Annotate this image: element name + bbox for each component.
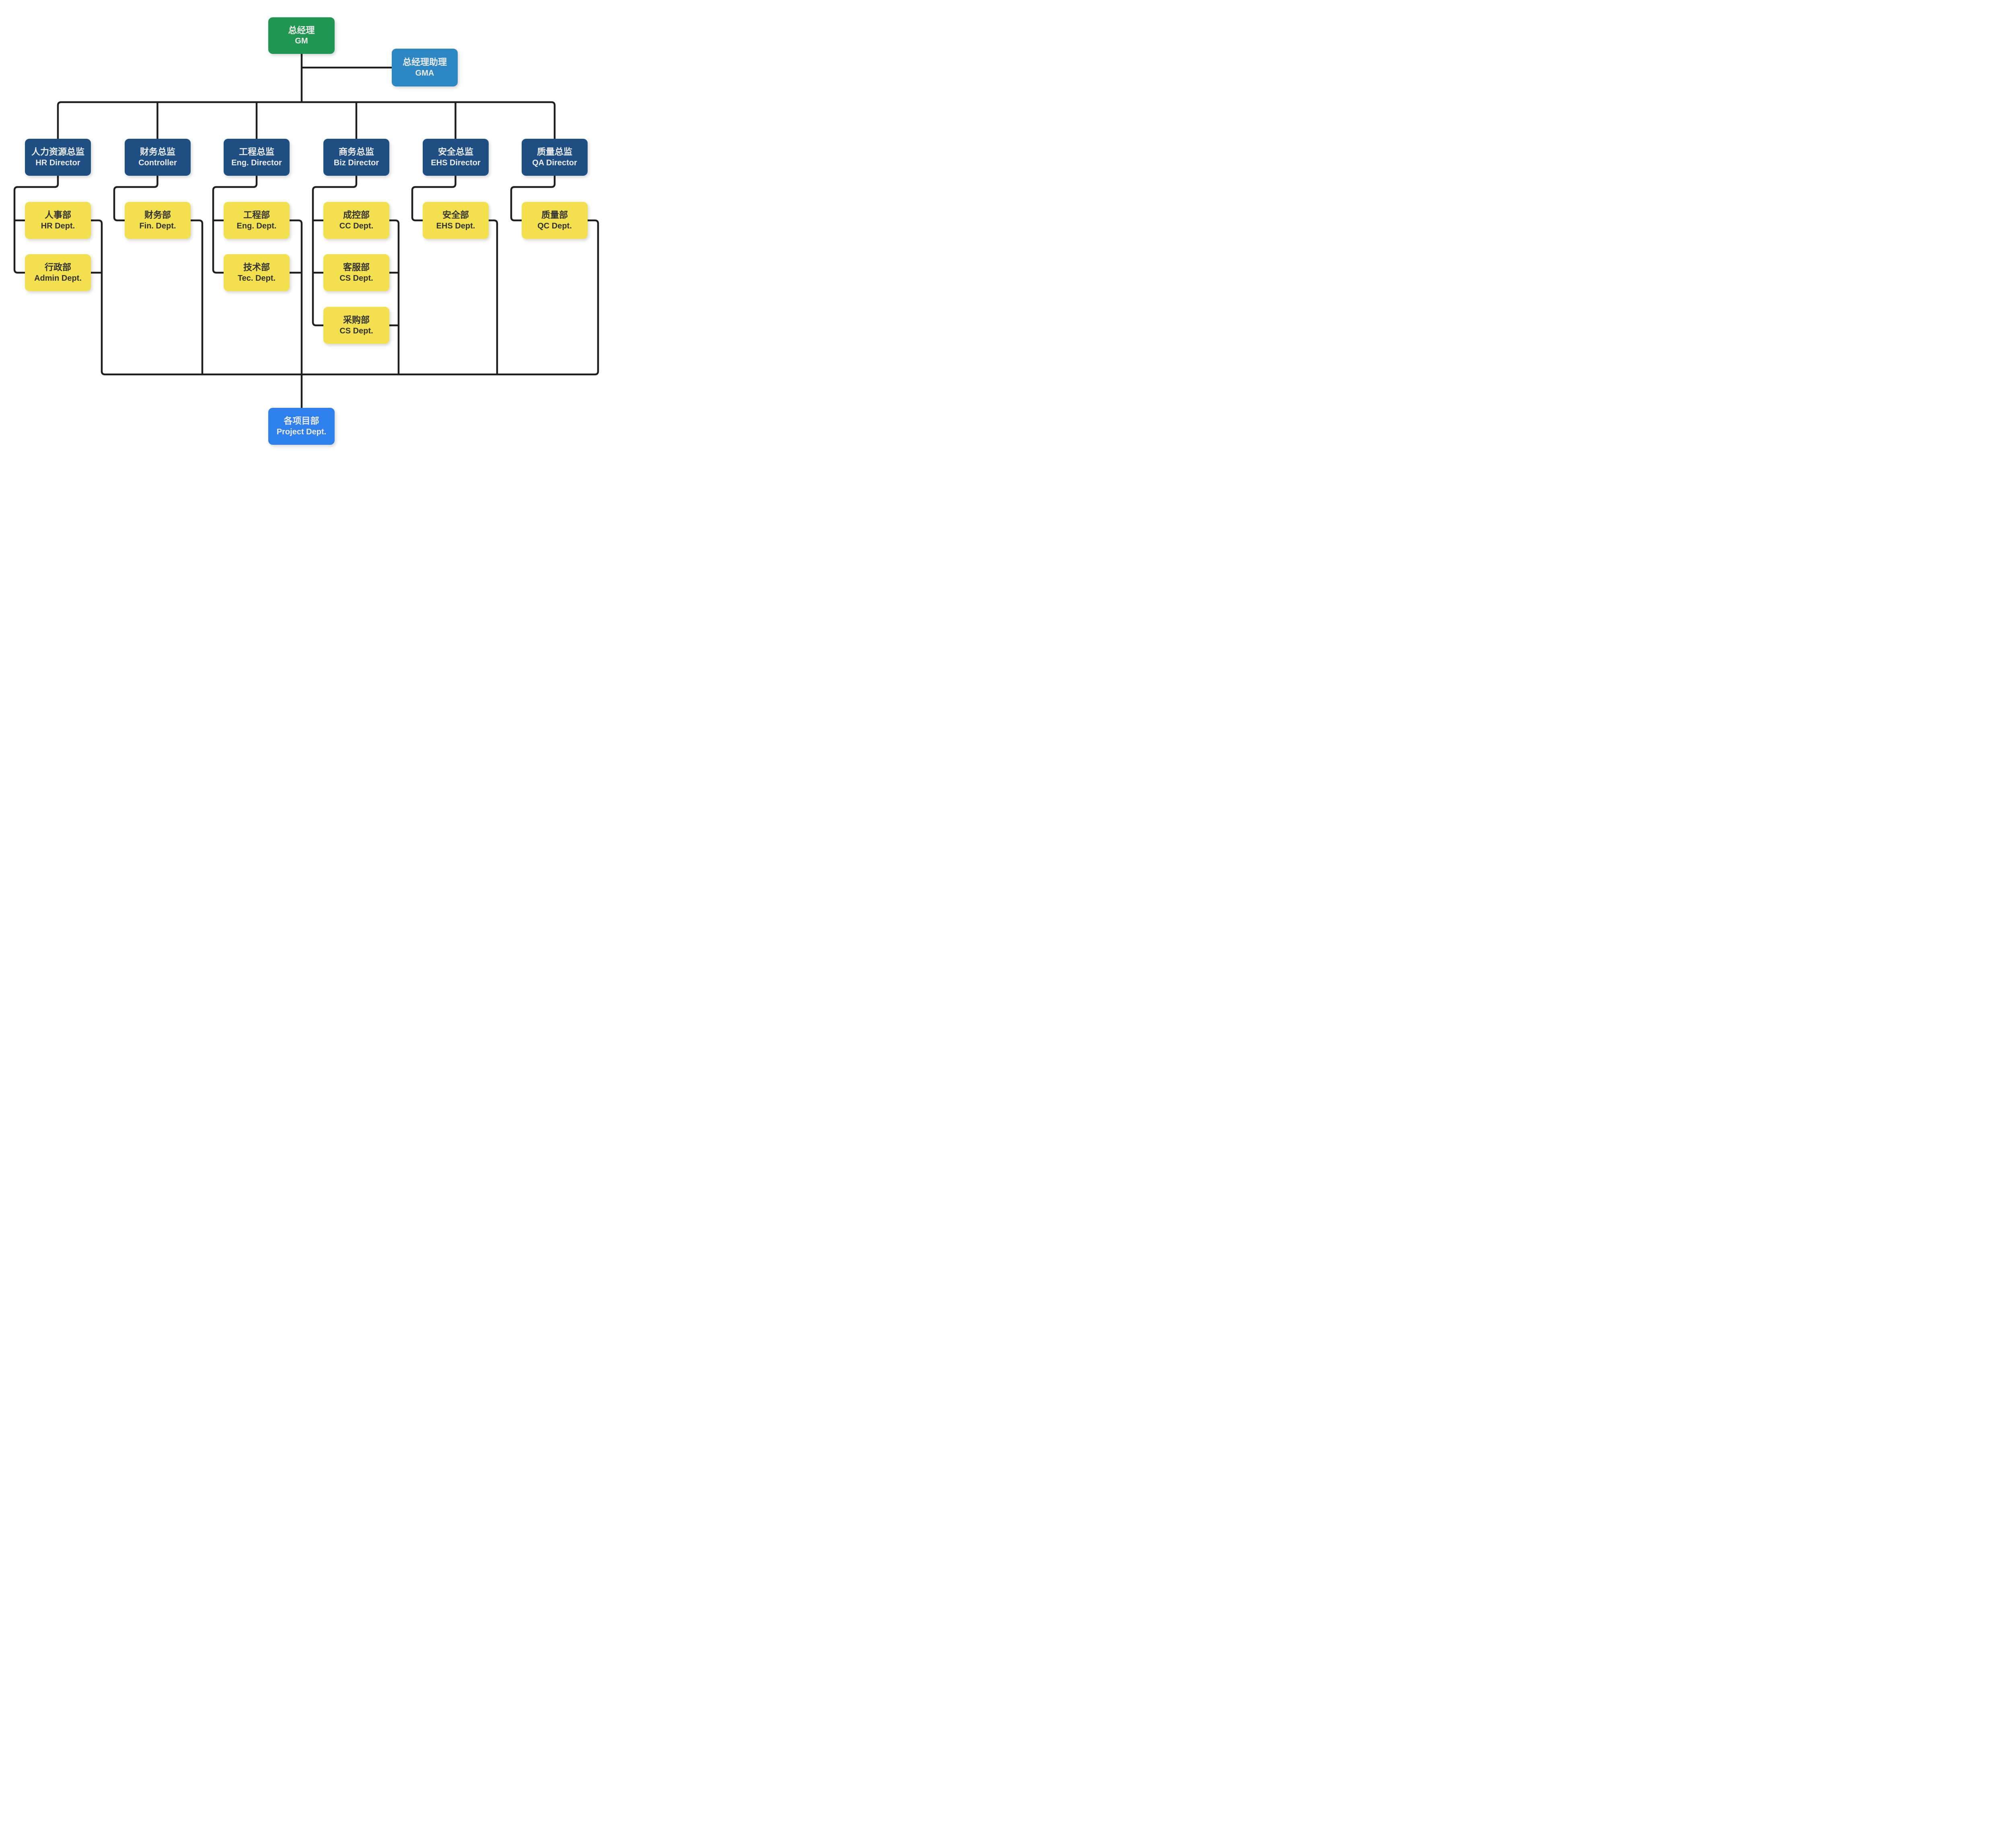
node-fin-dept: 财务部 Fin. Dept. xyxy=(125,202,191,239)
node-controller: 财务总监 Controller xyxy=(125,139,191,176)
connector-eng-left-rail xyxy=(212,176,258,274)
node-cs-dept-label-zh: 客服部 xyxy=(343,262,370,273)
node-ehs-dept: 安全部 EHS Dept. xyxy=(423,202,489,239)
node-cc-dept: 成控部 CC Dept. xyxy=(323,202,389,239)
node-fin-dept-label-en: Fin. Dept. xyxy=(139,221,176,230)
node-admin-dept-label-en: Admin Dept. xyxy=(34,273,82,283)
connector-top-bus xyxy=(57,101,556,139)
node-cc-dept-label-en: CC Dept. xyxy=(339,221,374,230)
node-hr-dept: 人事部 HR Dept. xyxy=(25,202,91,239)
node-ehs-dept-label-zh: 安全部 xyxy=(442,210,469,220)
node-purchasing-dept-label-zh: 采购部 xyxy=(343,315,370,325)
node-purchasing-dept: 采购部 CS Dept. xyxy=(323,307,389,344)
node-biz-director-label-en: Biz Director xyxy=(333,158,379,167)
node-ehs-director-label-en: EHS Director xyxy=(431,158,481,167)
node-hr-dept-label-zh: 人事部 xyxy=(44,210,71,220)
connector-controller-left-rail xyxy=(113,176,158,222)
connector-hr-left-rail xyxy=(13,176,59,274)
node-gm: 总经理 GM xyxy=(268,17,335,54)
node-eng-director-label-en: Eng. Director xyxy=(231,158,282,167)
node-fin-dept-label-zh: 财务部 xyxy=(144,210,171,220)
node-qa-director: 质量总监 QA Director xyxy=(522,139,588,176)
node-hr-dept-label-en: HR Dept. xyxy=(41,221,75,230)
connector-ehs-left-rail xyxy=(411,176,456,222)
node-project-dept-label-zh: 各项目部 xyxy=(284,416,319,426)
node-qa-director-label-zh: 质量总监 xyxy=(537,147,572,157)
connector-controller-right-rail xyxy=(191,219,204,374)
node-hr-director-label-zh: 人力资源总监 xyxy=(31,147,84,157)
node-qc-dept-label-zh: 质量部 xyxy=(541,210,568,220)
node-qc-dept: 质量部 QC Dept. xyxy=(522,202,588,239)
node-qa-director-label-en: QA Director xyxy=(532,158,577,167)
node-project-dept: 各项目部 Project Dept. xyxy=(268,408,335,445)
node-tec-dept: 技术部 Tec. Dept. xyxy=(224,254,290,291)
node-biz-director-label-zh: 商务总监 xyxy=(338,147,374,157)
node-eng-director-label-zh: 工程总监 xyxy=(239,147,274,157)
node-hr-director: 人力资源总监 HR Director xyxy=(25,139,91,176)
connector-ehs-right-rail xyxy=(489,219,498,374)
node-eng-dept: 工程部 Eng. Dept. xyxy=(224,202,290,239)
node-cc-dept-label-zh: 成控部 xyxy=(343,210,370,220)
connector-layer xyxy=(13,54,599,408)
node-qc-dept-label-en: QC Dept. xyxy=(537,221,572,230)
node-controller-label-en: Controller xyxy=(138,158,177,167)
node-project-dept-label-en: Project Dept. xyxy=(276,427,327,436)
node-gma-label-zh: 总经理助理 xyxy=(402,57,447,68)
node-ehs-director-label-zh: 安全总监 xyxy=(438,147,473,157)
node-biz-director: 商务总监 Biz Director xyxy=(323,139,389,176)
node-ehs-director: 安全总监 EHS Director xyxy=(423,139,489,176)
node-tec-dept-label-zh: 技术部 xyxy=(243,262,270,273)
node-admin-dept-label-zh: 行政部 xyxy=(44,262,71,273)
node-gma-label-en: GMA xyxy=(415,68,434,78)
node-gm-label-zh: 总经理 xyxy=(288,25,315,35)
node-hr-director-label-en: HR Director xyxy=(35,158,80,167)
node-gma: 总经理助理 GMA xyxy=(392,49,458,86)
node-eng-director: 工程总监 Eng. Director xyxy=(224,139,290,176)
node-cs-dept: 客服部 CS Dept. xyxy=(323,254,389,291)
connector-biz-right-rail xyxy=(389,219,400,374)
connector-eng-right-rail-project-drop xyxy=(290,219,303,408)
connector-qa-left-rail xyxy=(510,176,556,222)
connector-biz-left-rail xyxy=(312,176,358,327)
node-gm-label-en: GM xyxy=(295,37,308,46)
org-chart: 总经理 GM 总经理助理 GMA 人力资源总监 HR Director 财务总监… xyxy=(0,0,613,462)
node-purchasing-dept-label-en: CS Dept. xyxy=(339,326,373,335)
node-tec-dept-label-en: Tec. Dept. xyxy=(237,273,276,283)
node-eng-dept-label-zh: 工程部 xyxy=(243,210,270,220)
node-eng-dept-label-en: Eng. Dept. xyxy=(236,221,277,230)
connector-bottom-bus xyxy=(91,219,599,376)
node-ehs-dept-label-en: EHS Dept. xyxy=(436,221,475,230)
node-controller-label-zh: 财务总监 xyxy=(140,147,175,157)
node-cs-dept-label-en: CS Dept. xyxy=(339,273,373,283)
node-admin-dept: 行政部 Admin Dept. xyxy=(25,254,91,291)
